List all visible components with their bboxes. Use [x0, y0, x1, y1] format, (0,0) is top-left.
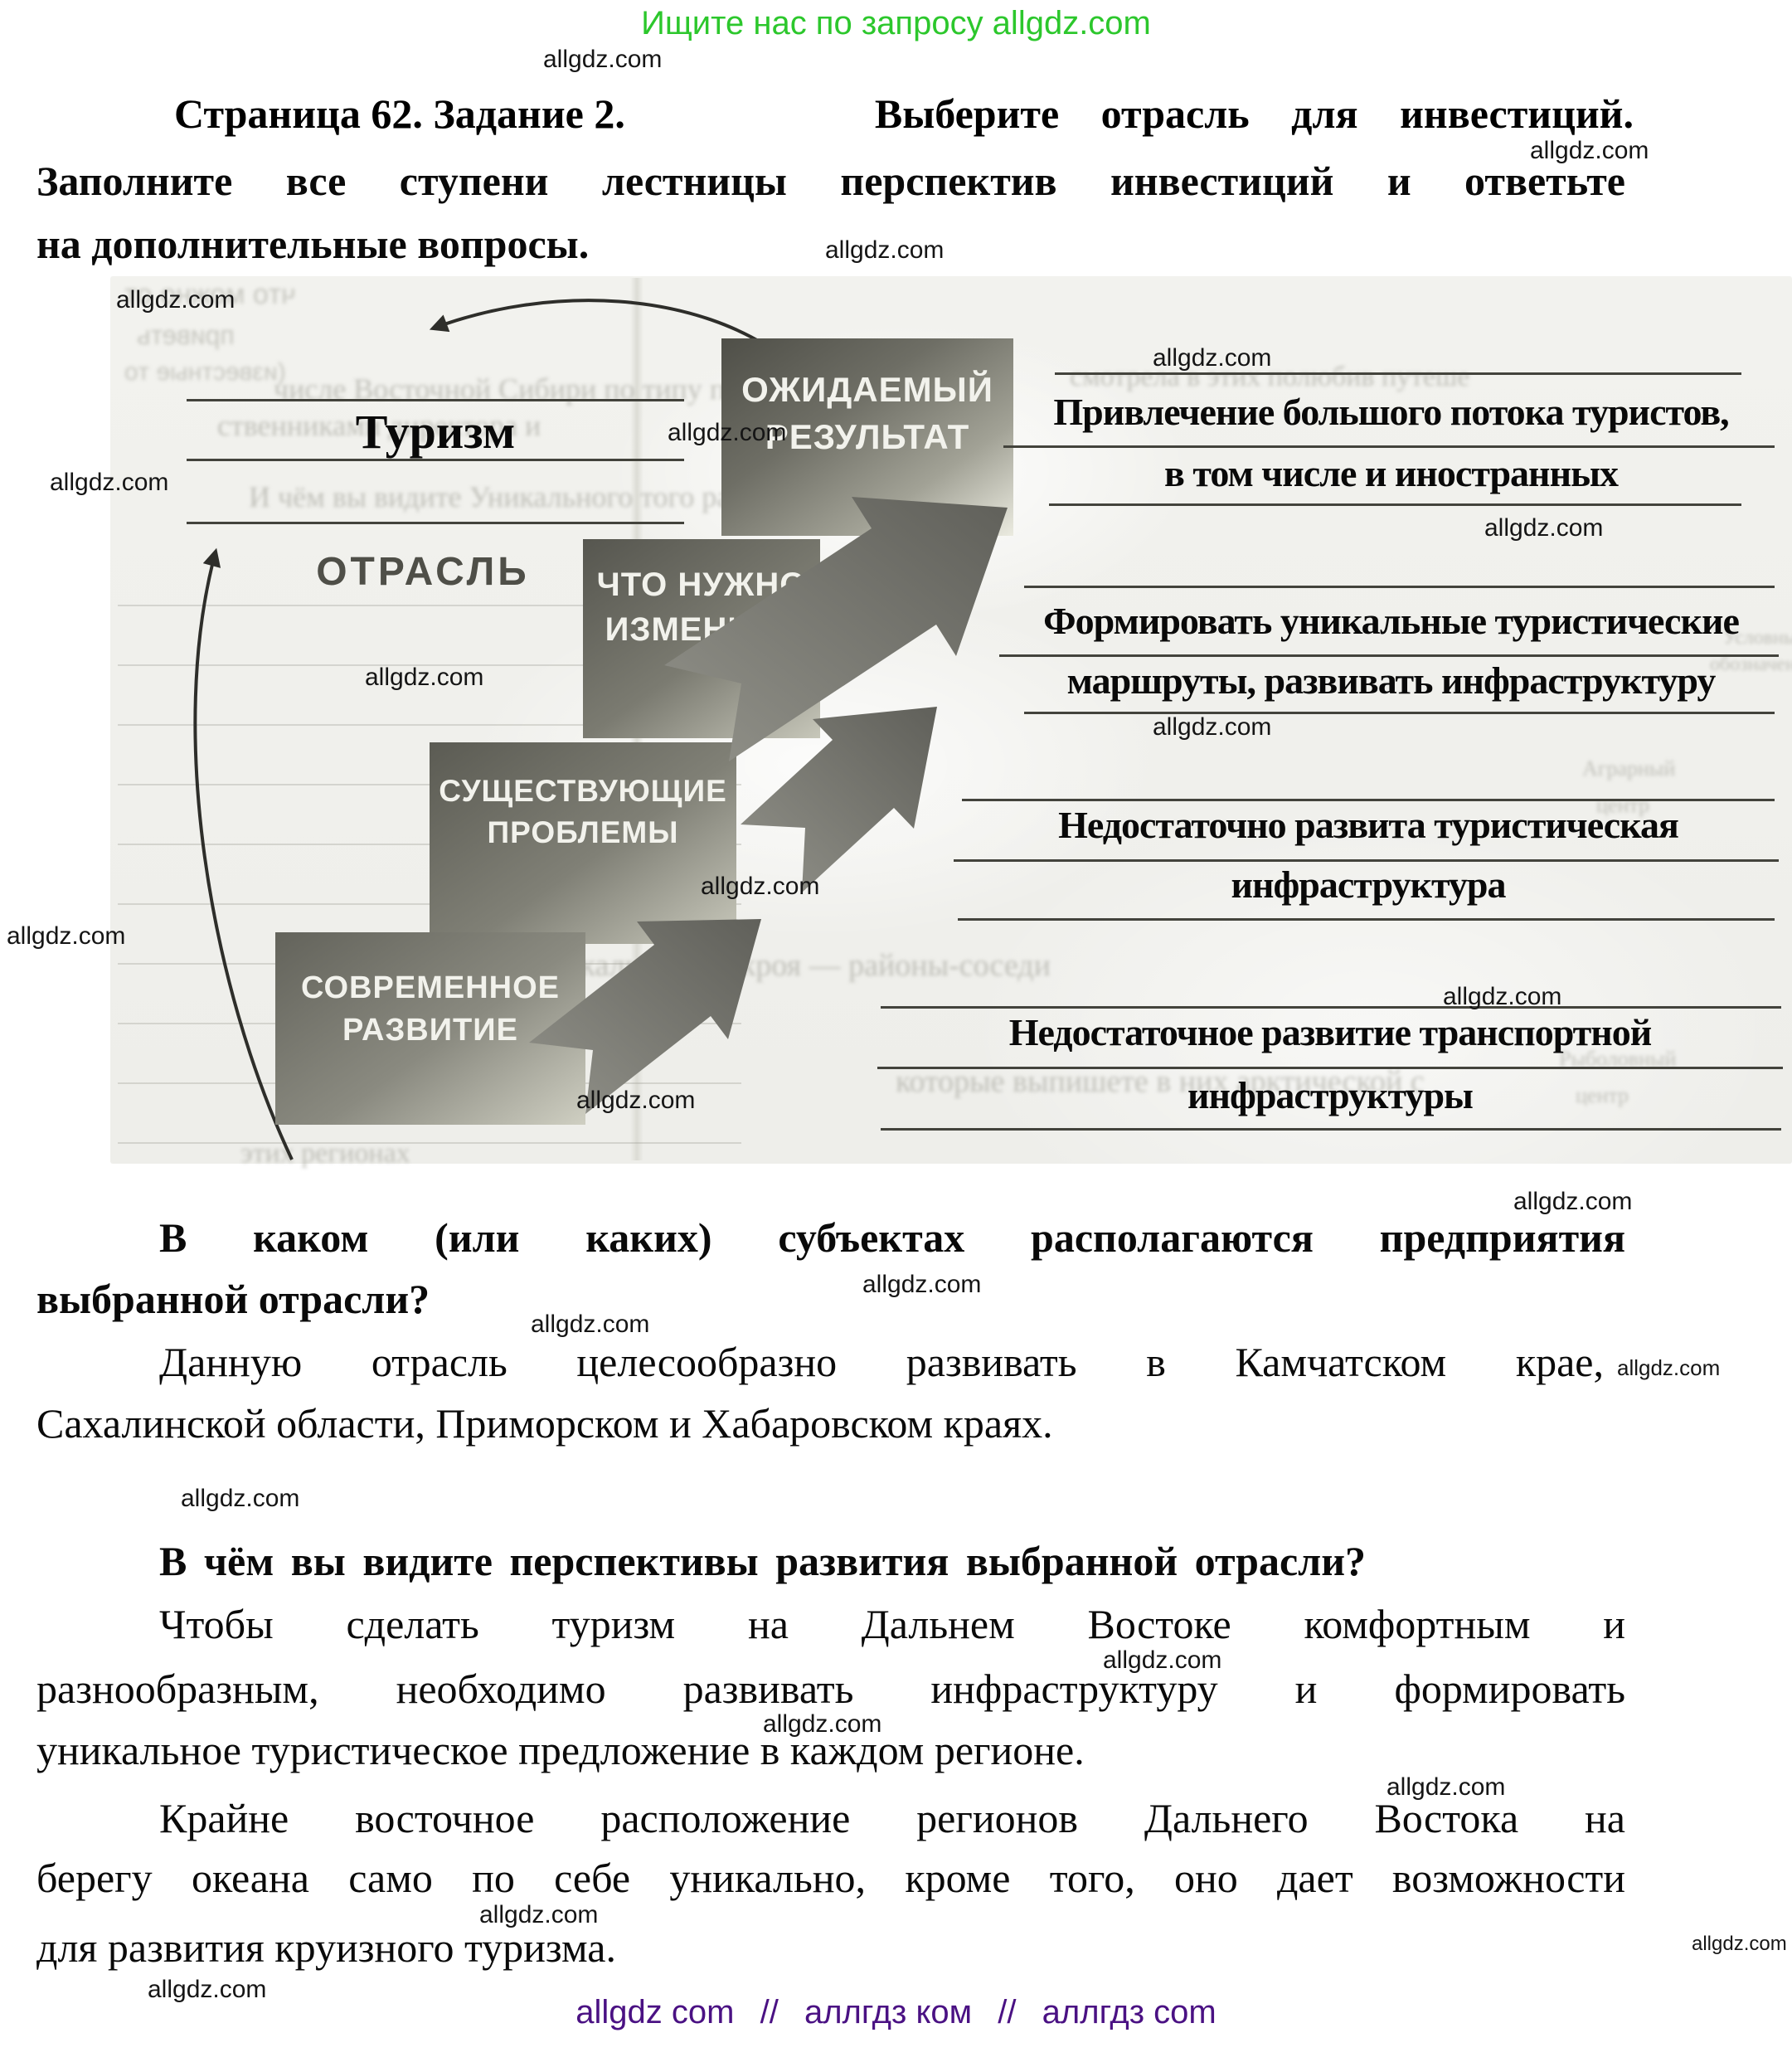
ghost-text: центр [1576, 1083, 1629, 1107]
watermark: allgdz.com [365, 664, 484, 691]
watermark: allgdz.com [1443, 983, 1562, 1010]
answer-line [187, 399, 684, 401]
answer-line [187, 522, 684, 524]
answer-1-line2: Сахалинской области, Приморском и Хабаро… [36, 1400, 1053, 1447]
watermark: allgdz.com [1692, 1933, 1787, 1955]
current-development-answer-line2: инфраструктуры [1187, 1074, 1474, 1116]
answer-line [881, 1128, 1781, 1131]
answer-line [954, 859, 1779, 862]
footer-domain-1: allgdz com [575, 1994, 735, 2030]
answer-2-line3: уникальное туристическое предложение в к… [36, 1727, 1085, 1773]
ghost-text: которые выпишете в них арктической с [896, 1064, 1425, 1099]
answer-line [999, 654, 1779, 657]
answer-2-line1: Чтобы сделать туризм на Дальнем Востоке … [159, 1601, 1625, 1647]
watermark: allgdz.com [479, 1901, 599, 1928]
answer-line [1049, 503, 1741, 506]
answer-line [1003, 445, 1775, 448]
step-box-label: ПРОБЛЕМЫ [487, 815, 679, 849]
industry-label: ОТРАСЛЬ [316, 550, 530, 594]
expected-result-answer-line1: Привлечение большого потока туристов, [1053, 391, 1729, 433]
title-task-text: Выберите отрасль для инвестиций. [874, 90, 1634, 137]
watermark: allgdz.com [1103, 1646, 1222, 1674]
existing-problems-answer-line2: инфраструктура [1231, 863, 1506, 906]
ghost-text: Условные [1723, 627, 1792, 649]
answer-3-line1: Крайне восточное расположение регионов Д… [159, 1795, 1625, 1841]
step-box-existing-problems: СУЩЕСТВУЮЩИЕ ПРОБЛЕМЫ [430, 742, 736, 944]
ghost-text: смотрела в этих полюбив путеше [1070, 362, 1470, 392]
site-footer: allgdz com // аллгдз ком // аллгдз com [0, 1994, 1792, 2031]
question-2: В чём вы видите перспективы развития выб… [159, 1538, 1366, 1584]
answer-1-line1: Данную отрасль целесообразно развивать в… [159, 1339, 1604, 1385]
watermark: allgdz.com [1153, 344, 1272, 372]
watermark: allgdz.com [543, 46, 663, 73]
existing-problems-answer-line1: Недостаточно развита туристическая [1058, 804, 1679, 846]
industry-answer: Туризм [355, 405, 516, 459]
watermark: allgdz.com [701, 873, 820, 900]
watermark: allgdz.com [576, 1087, 696, 1114]
ghost-text: центр [1596, 793, 1650, 817]
answer-2-line2: разнообразным, необходимо развивать инфр… [36, 1666, 1625, 1712]
step-box-label: РАЗВИТИЕ [342, 1013, 518, 1048]
watermark: allgdz.com [1513, 1188, 1633, 1215]
ghost-text: И чём вы видите Уникального того рас [249, 480, 744, 513]
watermark: allgdz.com [50, 469, 169, 496]
watermark: allgdz.com [148, 1976, 267, 2003]
answer-line [881, 1006, 1781, 1009]
answer-line [962, 799, 1775, 801]
ruled-line [118, 1142, 741, 1144]
question-1-line2: выбранной отрасли? [36, 1276, 430, 1322]
answer-line [187, 459, 684, 461]
watermark: allgdz.com [1484, 514, 1604, 542]
answer-3-line2: берегу океана само по себе уникально, кр… [36, 1855, 1625, 1901]
ghost-text: приветь [137, 320, 235, 350]
answer-line [877, 1067, 1783, 1069]
what-to-change-answer-line1: Формировать уникальные туристические [1043, 600, 1740, 642]
step-box-label: ОЖИДАЕМЫЙ [741, 370, 993, 409]
ghost-text: ственниками директора и [217, 409, 541, 442]
watermark: allgdz.com [531, 1311, 650, 1338]
footer-separator: // [998, 1994, 1017, 2030]
watermark: allgdz.com [1386, 1773, 1506, 1801]
answer-line [1055, 372, 1741, 375]
title-task-number: Страница 62. Задание 2. [174, 90, 625, 137]
ruled-line [118, 724, 741, 726]
footer-separator: // [760, 1994, 779, 2030]
watermark: allgdz.com [668, 419, 787, 446]
ghost-text: уникального покроя — районы-соседи [531, 948, 1051, 983]
answer-line [1024, 712, 1775, 714]
watermark: allgdz.com [1153, 713, 1272, 741]
watermark: allgdz.com [116, 286, 236, 314]
expected-result-answer-line2: в том числе и иностранных [1164, 452, 1619, 494]
current-development-answer-line1: Недостаточное развитие транспортной [1008, 1011, 1653, 1053]
watermark: allgdz.com [862, 1271, 982, 1298]
watermark: allgdz.com [825, 236, 945, 264]
watermark: allgdz.com [1530, 137, 1649, 164]
page-title-line2: Заполните все ступени лестницы перспекти… [36, 158, 1625, 204]
promo-banner: Ищите нас по запросу allgdz.com [641, 5, 1151, 41]
answer-line [958, 918, 1775, 921]
ghost-text: (известные то [124, 358, 286, 386]
ruled-line [118, 664, 741, 666]
footer-domain-2: аллгдз ком [804, 1994, 973, 2030]
step-box-label: ИЗМЕНИТЬ [605, 611, 799, 648]
ruled-line [118, 605, 741, 606]
question-1-line1: В каком (или каких) субъектах располагаю… [159, 1214, 1625, 1261]
watermark: allgdz.com [181, 1485, 300, 1512]
what-to-change-answer-line2: маршруты, развивать инфраструктуру [1066, 659, 1717, 702]
footer-domain-3: аллгдз com [1042, 1994, 1217, 2030]
ghost-text: Аграрный [1582, 756, 1676, 781]
ghost-text: этих регионах [240, 1138, 410, 1169]
answer-line [1024, 586, 1775, 588]
step-box-label: РЕЗУЛЬТАТ [765, 416, 970, 456]
watermark: allgdz.com [763, 1710, 882, 1738]
watermark: allgdz.com [1617, 1355, 1721, 1380]
ghost-text: обозначения: [1710, 654, 1792, 675]
watermark: allgdz.com [7, 922, 126, 950]
page-title-line3: на дополнительные вопросы. [36, 221, 590, 267]
step-box-label: СУЩЕСТВУЮЩИЕ [439, 774, 727, 808]
step-box-current-development: СОВРЕМЕННОЕ РАЗВИТИЕ [275, 932, 585, 1125]
answer-3-line3: для развития круизного туризма. [36, 1924, 616, 1971]
page-title-line1: Страница 62. Задание 2. Выберите отрасль… [174, 90, 1634, 138]
step-box-label: СОВРЕМЕННОЕ [301, 970, 560, 1005]
